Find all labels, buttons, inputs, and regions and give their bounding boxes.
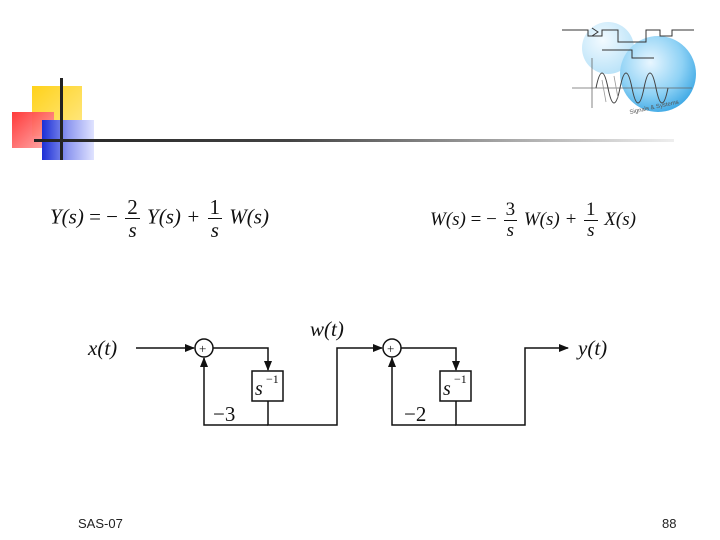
intermediate-label: w(t) [310, 317, 344, 341]
footer-course-code: SAS-07 [78, 516, 123, 531]
output-label: y(t) [576, 336, 607, 360]
integrator-1-s: s [255, 378, 263, 400]
page-number: 88 [662, 516, 677, 531]
eq-left-lhs: Y(s) [50, 204, 84, 229]
decor-vertical-line [60, 78, 63, 160]
path-sum2-to-int2 [401, 347, 460, 371]
feedback-1 [200, 357, 268, 426]
integrator-2-exp: −1 [454, 372, 467, 386]
signals-systems-logo: Signals & Systems [562, 22, 696, 116]
eq-right-frac1-num: 3 [503, 199, 518, 221]
eq-right-term1: W(s) + [523, 208, 578, 230]
integrator-1-exp: −1 [266, 372, 279, 386]
eq-right-frac1-den: s [506, 219, 515, 241]
eq-right-frac2-num: 1 [584, 199, 598, 221]
eq-left-term1: Y(s) + [147, 204, 201, 229]
gain-2-label: −2 [404, 402, 426, 426]
eq-left-frac2-den: s [210, 218, 219, 243]
title-rule [34, 139, 674, 142]
gain-1-label: −3 [213, 402, 235, 426]
eq-right-frac2-den: s [587, 219, 595, 241]
eq-left-frac1-den: s [128, 218, 137, 243]
path-int2-out [455, 344, 569, 426]
summer-2-plus: + [387, 341, 394, 356]
path-int1-out [267, 344, 383, 426]
eq-right-equals: = − [470, 208, 497, 230]
eq-left-equals: = − [89, 204, 119, 229]
eq-left-frac2-num: 1 [207, 195, 223, 220]
eq-left-frac1-num: 2 [125, 195, 140, 220]
feedback-2 [388, 357, 456, 426]
path-sum1-to-int1 [213, 347, 272, 371]
summer-1-plus: + [199, 341, 206, 356]
eq-left-term2: W(s) [229, 204, 269, 229]
eq-right-term2: X(s) [604, 208, 636, 230]
integrator-2-s: s [443, 378, 451, 400]
input-label: x(t) [87, 336, 117, 360]
eq-right-lhs: W(s) [430, 208, 466, 230]
